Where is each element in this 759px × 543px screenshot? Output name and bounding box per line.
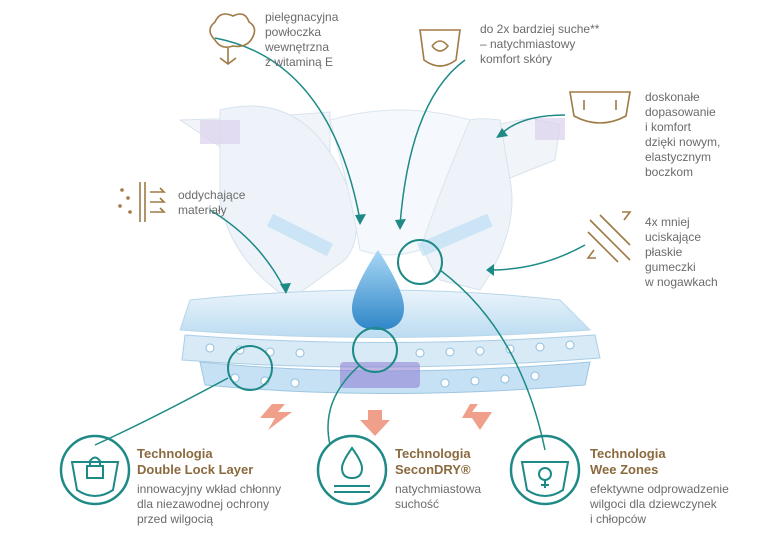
callout-drier: do 2x bardziej suche** – natychmiastowy … (480, 22, 600, 66)
lock-layer-icon (59, 434, 131, 506)
feature-title-secondry: Technologia SeconDRY® (395, 446, 471, 477)
secondry-icon (316, 434, 388, 506)
cotton-icon (209, 13, 256, 65)
absorbent-layers (179, 289, 601, 394)
flat-elastic-icon (586, 211, 632, 263)
dry-diaper-icon (419, 29, 461, 67)
moisture-arrows (260, 404, 492, 436)
wee-zones-icon (509, 434, 581, 506)
feature-title-wee-zones: Technologia Wee Zones (590, 446, 666, 477)
feature-title-double-lock: Technologia Double Lock Layer (137, 446, 254, 477)
callout-breathable: oddychające materiały (178, 188, 246, 217)
water-drop (352, 250, 404, 330)
breathable-icon (118, 182, 166, 222)
callout-care-coating: pielęgnacyjna powłoczka wewnętrzna z wit… (265, 10, 339, 69)
feature-desc-wee-zones: efektywne odprowadzenie wilgoci dla dzie… (590, 482, 729, 526)
feature-desc-double-lock: innowacyjny wkład chłonny dla niezawodne… (137, 482, 282, 526)
feature-desc-secondry: natychmiastowa suchość (395, 482, 482, 511)
diaper-fit-icon (569, 91, 631, 124)
callout-less-squeezing: 4x mniej uciskające płaskie gumeczki w n… (645, 215, 718, 289)
callout-fit: doskonałe dopasowanie i komfort dzięki n… (645, 90, 721, 179)
